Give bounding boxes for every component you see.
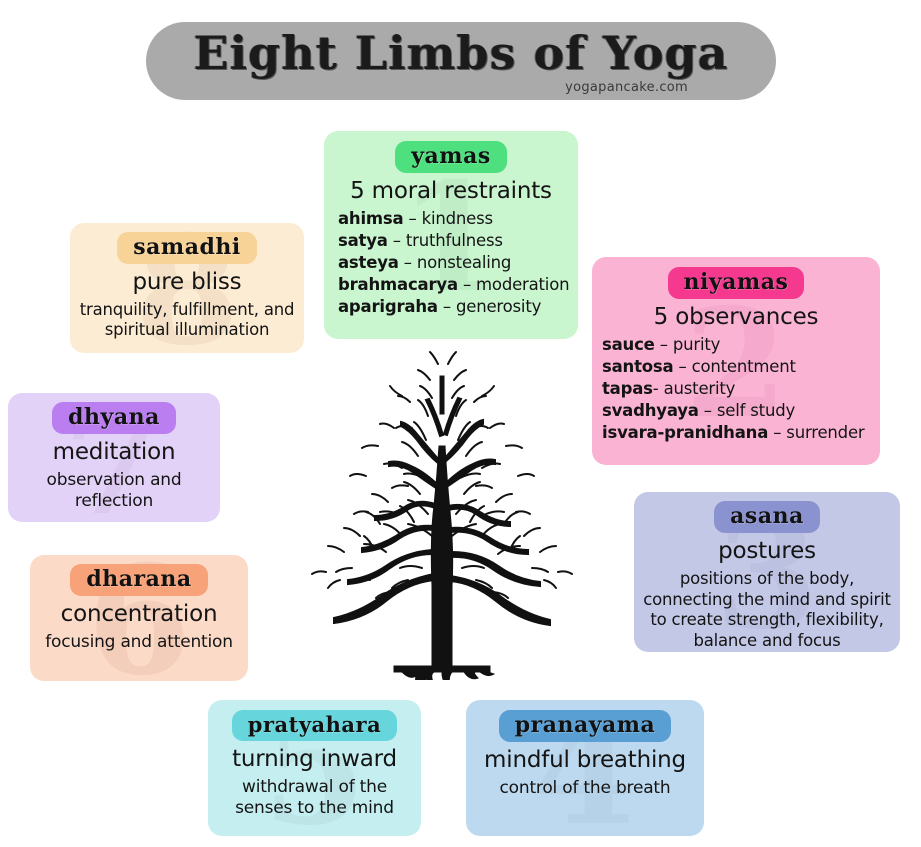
limb-detail-asana: positions of the body, connecting the mi… xyxy=(643,568,891,651)
limb-title-samadhi: samadhi xyxy=(117,232,257,264)
list-item: santosa – contentment xyxy=(602,356,796,376)
limb-subtitle-asana: postures xyxy=(718,538,816,564)
limb-title-niyamas: niyamas xyxy=(667,267,805,299)
limb-title-pratyahara: pratyahara xyxy=(231,710,398,741)
page-title: Eight Limbs of Yoga xyxy=(193,26,729,80)
site-credit: yogapancake.com xyxy=(565,80,688,95)
limb-subtitle-yamas: 5 moral restraints xyxy=(350,178,552,204)
limb-card-yamas[interactable]: 1 yamas 5 moral restraints ahimsa – kind… xyxy=(324,131,578,339)
limb-title-dharana: dharana xyxy=(70,564,208,596)
limb-subtitle-dharana: concentration xyxy=(60,601,218,627)
list-item: ahimsa – kindness xyxy=(338,208,493,228)
limb-subtitle-pranayama: mindful breathing xyxy=(484,747,686,773)
list-item: isvara-pranidhana – surrender xyxy=(602,422,865,442)
limb-detail-samadhi: tranquility, fulfillment, and spiritual … xyxy=(79,299,295,340)
limb-subtitle-dhyana: meditation xyxy=(52,439,176,465)
limb-subtitle-pratyahara: turning inward xyxy=(232,746,397,772)
limb-subtitle-niyamas: 5 observances xyxy=(653,304,819,330)
limb-card-niyamas[interactable]: 2 niyamas 5 observances sauce – purity s… xyxy=(592,257,880,465)
limb-card-dharana[interactable]: 6 dharana concentration focusing and att… xyxy=(30,555,248,681)
limb-detail-pratyahara: withdrawal of the senses to the mind xyxy=(235,776,394,818)
limb-title-dhyana: dhyana xyxy=(52,402,176,434)
limb-card-dhyana[interactable]: 7 dhyana meditation observation and refl… xyxy=(8,393,220,522)
bare-tree-silhouette-illustration xyxy=(282,336,602,680)
list-item: satya – truthfulness xyxy=(338,230,503,250)
limb-card-asana[interactable]: 3 asana postures positions of the body, … xyxy=(634,492,900,652)
limb-entry-list-niyamas: sauce – purity santosa – contentment tap… xyxy=(598,334,874,444)
limb-detail-dhyana: observation and reflection xyxy=(46,469,182,511)
limb-card-samadhi[interactable]: 8 samadhi pure bliss tranquility, fulfil… xyxy=(70,223,304,353)
title-banner: Eight Limbs of Yoga yogapancake.com xyxy=(146,22,776,100)
list-item: aparigraha – generosity xyxy=(338,296,542,316)
limb-title-pranayama: pranayama xyxy=(498,710,672,742)
limb-card-pranayama[interactable]: 4 pranayama mindful breathing control of… xyxy=(466,700,704,836)
list-item: brahmacarya – moderation xyxy=(338,274,570,294)
limb-detail-dharana: focusing and attention xyxy=(45,631,233,652)
list-item: svadhyaya – self study xyxy=(602,400,796,420)
limb-title-yamas: yamas xyxy=(395,141,507,173)
limb-detail-pranayama: control of the breath xyxy=(499,777,671,798)
limb-entry-list-yamas: ahimsa – kindness satya – truthfulness a… xyxy=(332,208,570,318)
list-item: sauce – purity xyxy=(602,334,721,354)
limb-title-asana: asana xyxy=(714,501,820,533)
limb-subtitle-samadhi: pure bliss xyxy=(132,269,242,295)
list-item: asteya – nonstealing xyxy=(338,252,512,272)
limb-card-pratyahara[interactable]: 5 pratyahara turning inward withdrawal o… xyxy=(208,700,421,836)
list-item: tapas- austerity xyxy=(602,378,736,398)
